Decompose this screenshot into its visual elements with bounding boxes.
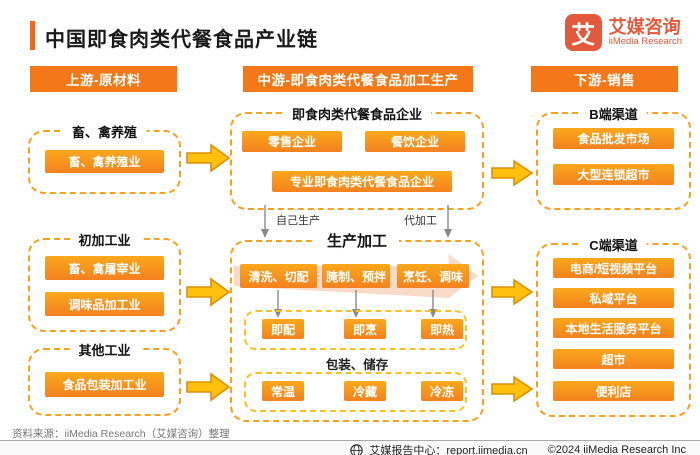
channel-private-domain: 私域平台 — [553, 288, 674, 308]
report-center-text: 艾媒报告中心：report.iimedia.cn — [369, 445, 528, 455]
modes-box: 即配 即烹 即热 — [244, 310, 467, 350]
storage-room-temperature: 常温 — [262, 381, 304, 401]
group-title: 其他工业 — [69, 340, 140, 359]
node-catering-enterprises: 餐饮企业 — [365, 131, 465, 152]
group-b-channels: B端渠道 食品批发市场 大型连锁超市 — [536, 104, 691, 210]
node-professional-enterprises: 专业即食肉类代餐食品企业 — [272, 171, 452, 192]
flow-arrow-icon — [491, 278, 534, 306]
channel-chain-supermarket: 大型连锁超市 — [553, 164, 674, 185]
step-marinating-premixing: 腌制、预拌 — [322, 264, 390, 288]
label-self-production: 自己生产 — [276, 215, 320, 227]
down-arrow-icon — [261, 205, 269, 238]
footer-report-info: 艾媒报告中心：report.iimedia.cn ©2024 iiMedia R… — [350, 442, 686, 455]
step-washing-cutting: 清洗、切配 — [240, 264, 317, 288]
flow-arrow-icon — [491, 375, 534, 403]
logo-name-en: iiMedia Research — [608, 36, 682, 48]
storage-box: 常温 冷藏 冷冻 — [244, 372, 467, 412]
mode-ready-to-cook: 即烹 — [344, 319, 386, 339]
group-other-industry: 其他工业 食品包装加工业 — [28, 340, 181, 416]
group-companies: 即食肉类代餐食品企业 零售企业 餐饮企业 专业即食肉类代餐食品企业 — [230, 104, 484, 210]
packaging-storage-label: 包装、储存 — [325, 358, 389, 372]
group-title: B端渠道 — [580, 104, 647, 123]
node-slaughter-industry: 畜、禽屠宰业 — [45, 256, 164, 280]
channel-ecommerce-shortvideo: 电商/短视频平台 — [553, 258, 674, 278]
downstream-header: 下游-销售 — [531, 66, 678, 92]
globe-icon — [350, 443, 364, 455]
storage-refrigerated: 冷藏 — [344, 381, 386, 401]
group-title: 畜、禽养殖 — [62, 122, 147, 141]
mode-ready-to-assemble: 即配 — [262, 319, 304, 339]
channel-wholesale-market: 食品批发市场 — [553, 128, 674, 149]
iimedia-logo: 艾 艾媒咨询 iiMedia Research — [564, 14, 682, 51]
down-arrow-icon — [444, 205, 452, 238]
step-cooking-seasoning: 烹饪、调味 — [397, 264, 469, 288]
flow-arrow-icon — [186, 372, 231, 402]
channel-convenience-store: 便利店 — [553, 381, 674, 401]
group-c-channels: C端渠道 电商/短视频平台 私域平台 本地生活服务平台 超市 便利店 — [536, 235, 691, 417]
channel-supermarket: 超市 — [553, 349, 674, 369]
upstream-header: 上游-原材料 — [30, 66, 177, 92]
copyright-text: ©2024 iiMedia Research Inc — [547, 444, 686, 455]
mode-ready-to-heat: 即热 — [421, 319, 463, 339]
data-source-note: 资料来源：iiMedia Research（艾媒咨询）整理 — [12, 428, 230, 440]
storage-frozen: 冷冻 — [421, 381, 463, 401]
group-title: 初加工业 — [69, 230, 140, 249]
group-title: 即食肉类代餐食品企业 — [282, 104, 432, 123]
flow-arrow-icon — [491, 159, 534, 187]
node-retail-enterprises: 零售企业 — [242, 131, 342, 152]
footer-divider — [0, 440, 700, 441]
group-production: 生产加工 清洗、切配 腌制、预拌 烹饪、调味 即配 即烹 即热 包装、储存 常温… — [230, 230, 484, 422]
midstream-header: 中游-即食肉类代餐食品加工生产 — [243, 66, 473, 92]
footer-strip — [0, 441, 700, 455]
page-title: 中国即食肉类代餐食品产业链 — [45, 29, 318, 51]
group-title: C端渠道 — [580, 235, 647, 254]
node-livestock-breeding-industry: 畜、禽养殖业 — [45, 150, 164, 173]
iimedia-logo-icon: 艾 — [564, 14, 602, 51]
group-livestock-breeding: 畜、禽养殖 畜、禽养殖业 — [28, 122, 181, 194]
flow-arrow-icon — [186, 277, 231, 307]
title-accent-bar — [30, 21, 35, 50]
label-oem-processing: 代加工 — [404, 215, 437, 227]
channel-local-life-service: 本地生活服务平台 — [553, 318, 674, 338]
node-seasoning-processing: 调味品加工业 — [45, 292, 164, 316]
group-title: 生产加工 — [314, 230, 400, 251]
flow-arrow-icon — [186, 143, 231, 173]
logo-name-cn: 艾媒咨询 — [608, 16, 681, 37]
node-food-packaging-processing: 食品包装加工业 — [45, 372, 164, 397]
group-primary-processing: 初加工业 畜、禽屠宰业 调味品加工业 — [28, 230, 181, 332]
